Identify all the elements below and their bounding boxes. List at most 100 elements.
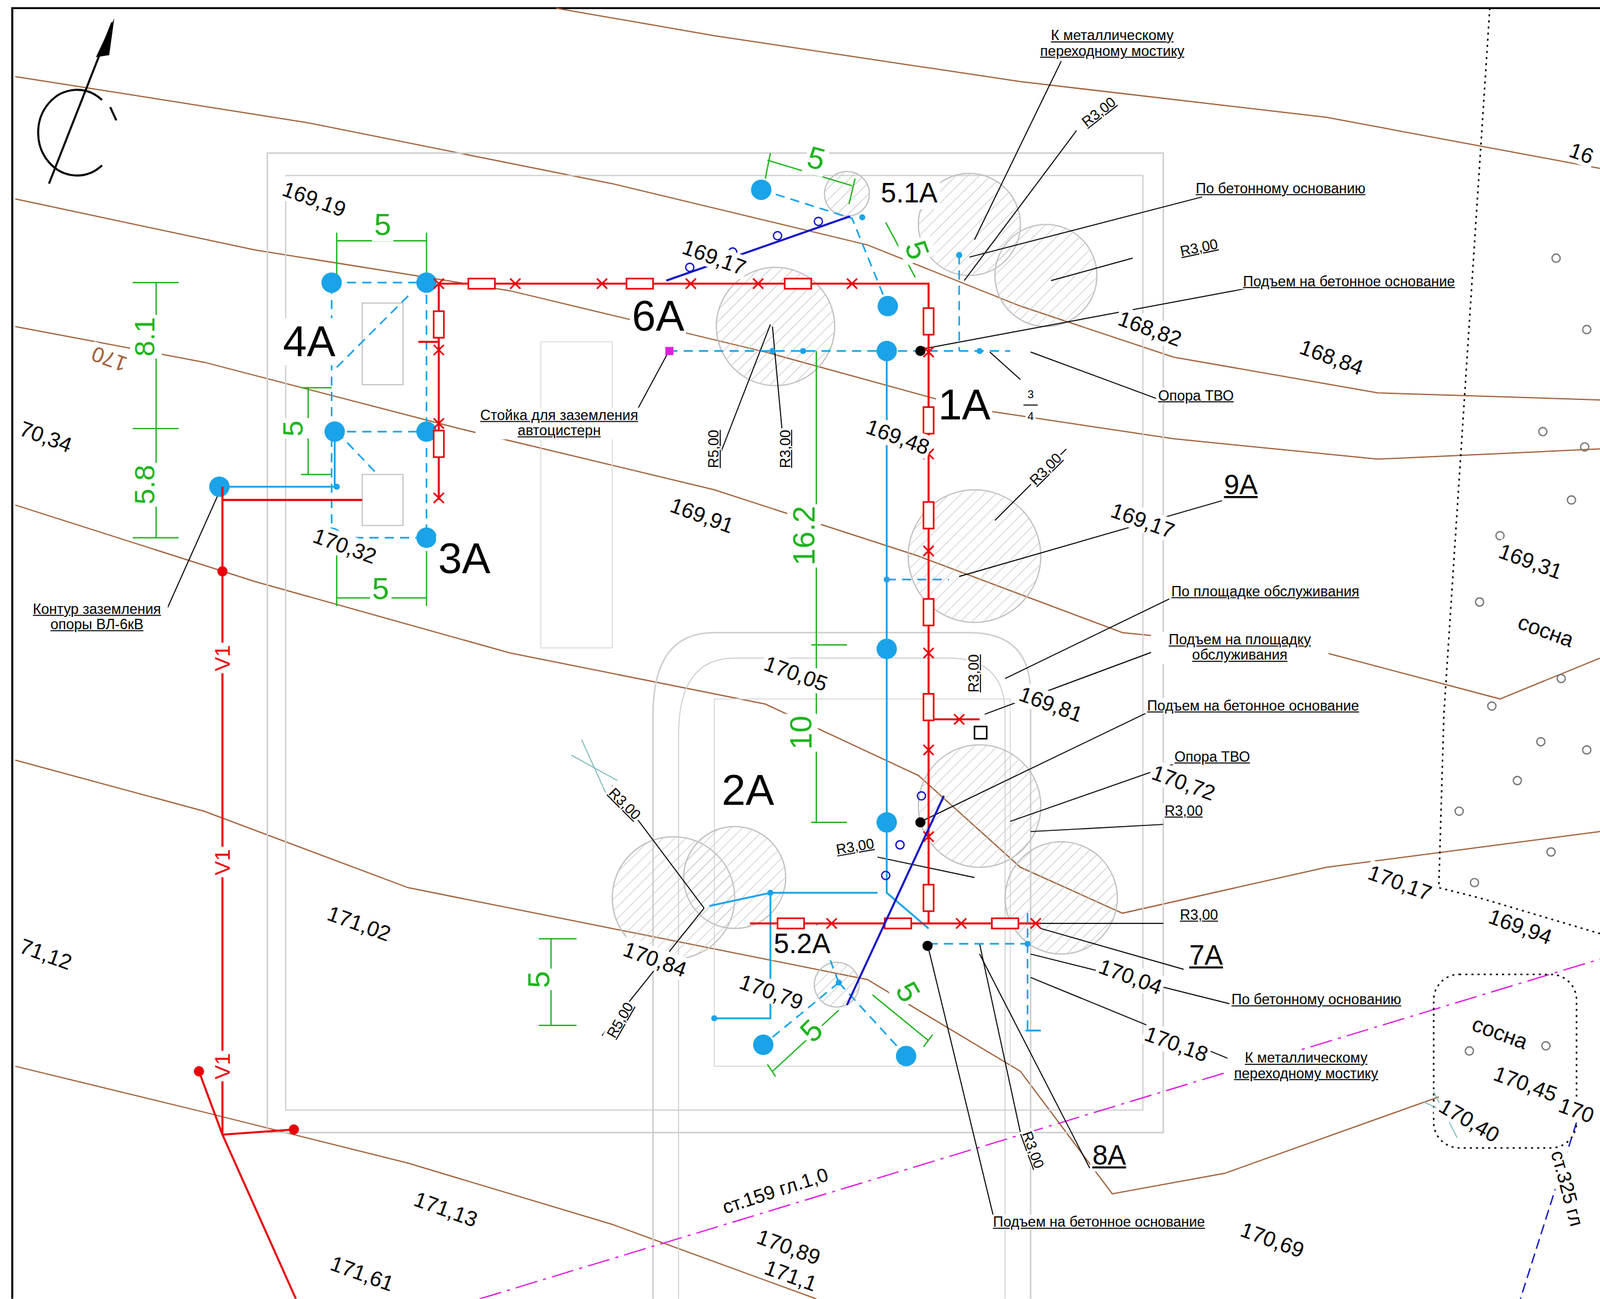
line-tag: V1: [210, 846, 235, 878]
elevation-mark: 171,13: [409, 1186, 483, 1233]
cross-mark: [956, 918, 967, 929]
elevation-mark: ст.159 гл.1,0: [717, 1164, 833, 1220]
cross-mark: [753, 278, 764, 289]
ground-conductor: [336, 296, 409, 368]
fuse-clamp: [923, 884, 934, 912]
fuse-clamp: [433, 430, 444, 458]
north-tick: [110, 106, 117, 121]
dimension-line: [336, 232, 338, 276]
callout-note: R3,00: [1162, 803, 1205, 820]
tank-zone: [824, 171, 870, 217]
riser-point: [922, 941, 933, 952]
elevation-mark: 170,45: [1488, 1060, 1563, 1107]
elevation-mark: 170,72: [1147, 759, 1221, 807]
ground-electrode: [876, 638, 898, 660]
tank-zone: [995, 224, 1098, 327]
elevation-mark: 169,94: [1483, 903, 1558, 950]
leader-line: [1030, 351, 1163, 402]
cross-mark: [923, 744, 934, 756]
elevation-mark: 170,79: [734, 968, 809, 1016]
leader-line: [989, 351, 1021, 380]
cross-mark: [923, 648, 934, 659]
fuse-clamp: [923, 407, 934, 435]
cross-mark: [923, 744, 934, 756]
leader-line: [922, 288, 1245, 349]
riser-point: [915, 345, 926, 357]
callout-note: Контур заземления опоры ВЛ-6кВ: [26, 601, 168, 634]
cross-mark: [953, 714, 965, 725]
lightning-conductor: [418, 341, 439, 343]
cross-mark: [1030, 918, 1041, 929]
elevation-mark: 170,17: [1363, 859, 1438, 906]
ground-electrode: [750, 179, 772, 200]
dimension-line: [772, 1010, 839, 1072]
survey-mark: [581, 739, 608, 796]
dimension-value: 5: [278, 418, 311, 439]
dimension-line: [132, 537, 179, 539]
ground-conductor: [958, 255, 961, 352]
ground-conductor: [886, 578, 949, 581]
equipment-box: [362, 303, 404, 385]
area-number: 6А: [629, 293, 687, 341]
tree-mark: [1582, 745, 1591, 754]
elevation-mark: 16: [1564, 137, 1599, 169]
tree-mark: [1582, 325, 1591, 334]
cross-mark: [433, 493, 444, 504]
callout-note: Стойка для заземления автоцистерн: [475, 407, 643, 440]
cross-mark: [433, 493, 444, 504]
air-terminal-line: [666, 216, 850, 281]
lightning-conductor: [222, 1134, 297, 1299]
cross-mark: [510, 278, 521, 289]
fuse-clamp: [923, 598, 934, 626]
leader-line: [995, 449, 1067, 521]
elevation-mark: сосна: [1466, 1010, 1533, 1055]
fuse-clamp: [992, 918, 1019, 929]
cross-mark: [846, 278, 858, 289]
dimension-line: [300, 387, 332, 389]
ground-conductor: [709, 893, 878, 907]
callout-note: R3,00: [1018, 1127, 1048, 1173]
dimension-value: 5.8: [130, 462, 162, 507]
dimension-value: 5: [522, 968, 556, 991]
elevation-mark: 3: [1025, 387, 1036, 400]
leader-line: [923, 712, 1148, 821]
leader-line: [959, 499, 1225, 577]
elevation-mark: 170,69: [1235, 1217, 1310, 1264]
elevation-mark: 71,12: [14, 933, 77, 976]
cross-mark: [685, 278, 697, 289]
elevation-mark: 170,32: [308, 522, 382, 569]
dimension-line: [923, 1034, 933, 1047]
ground-electrode: [753, 1034, 774, 1056]
dimension-line: [849, 178, 856, 205]
cross-mark: [923, 545, 934, 557]
elevation-mark: 170,40: [1433, 1093, 1506, 1149]
ground-joint: [1024, 941, 1031, 948]
ground-joint: [711, 1015, 718, 1022]
terminal-ring: [773, 231, 782, 240]
fuse-clamp: [784, 278, 812, 289]
callout-note: R3,00: [778, 427, 794, 470]
elevation-mark: 169,31: [1493, 537, 1568, 585]
tree-mark: [1513, 776, 1521, 785]
tree-mark: [1536, 737, 1545, 746]
leader-line: [714, 324, 771, 470]
ground-electrode: [876, 341, 898, 362]
callout-note: К металлическому переходному мостику: [1227, 1050, 1385, 1083]
dimension-value: 5: [370, 572, 392, 606]
callout-note: 9А: [1221, 470, 1260, 501]
ground-conductor: [331, 431, 427, 433]
callout-note: R5,00: [603, 998, 638, 1043]
pole-mark: [288, 1124, 300, 1135]
lightning-conductor: [221, 486, 224, 1135]
dimension-line: [765, 153, 771, 179]
callout-note: 8А: [1090, 1141, 1129, 1172]
dimension-line: [538, 1024, 577, 1027]
tree-mark: [1487, 702, 1496, 711]
cross-mark: [826, 918, 838, 929]
elevation-mark: 171,02: [322, 900, 396, 947]
line-tag: V1: [210, 1051, 235, 1082]
dimension-line: [132, 427, 179, 430]
dimension-line: [336, 550, 338, 607]
tank-zone: [813, 962, 859, 1008]
road-outline: [652, 632, 1031, 1299]
